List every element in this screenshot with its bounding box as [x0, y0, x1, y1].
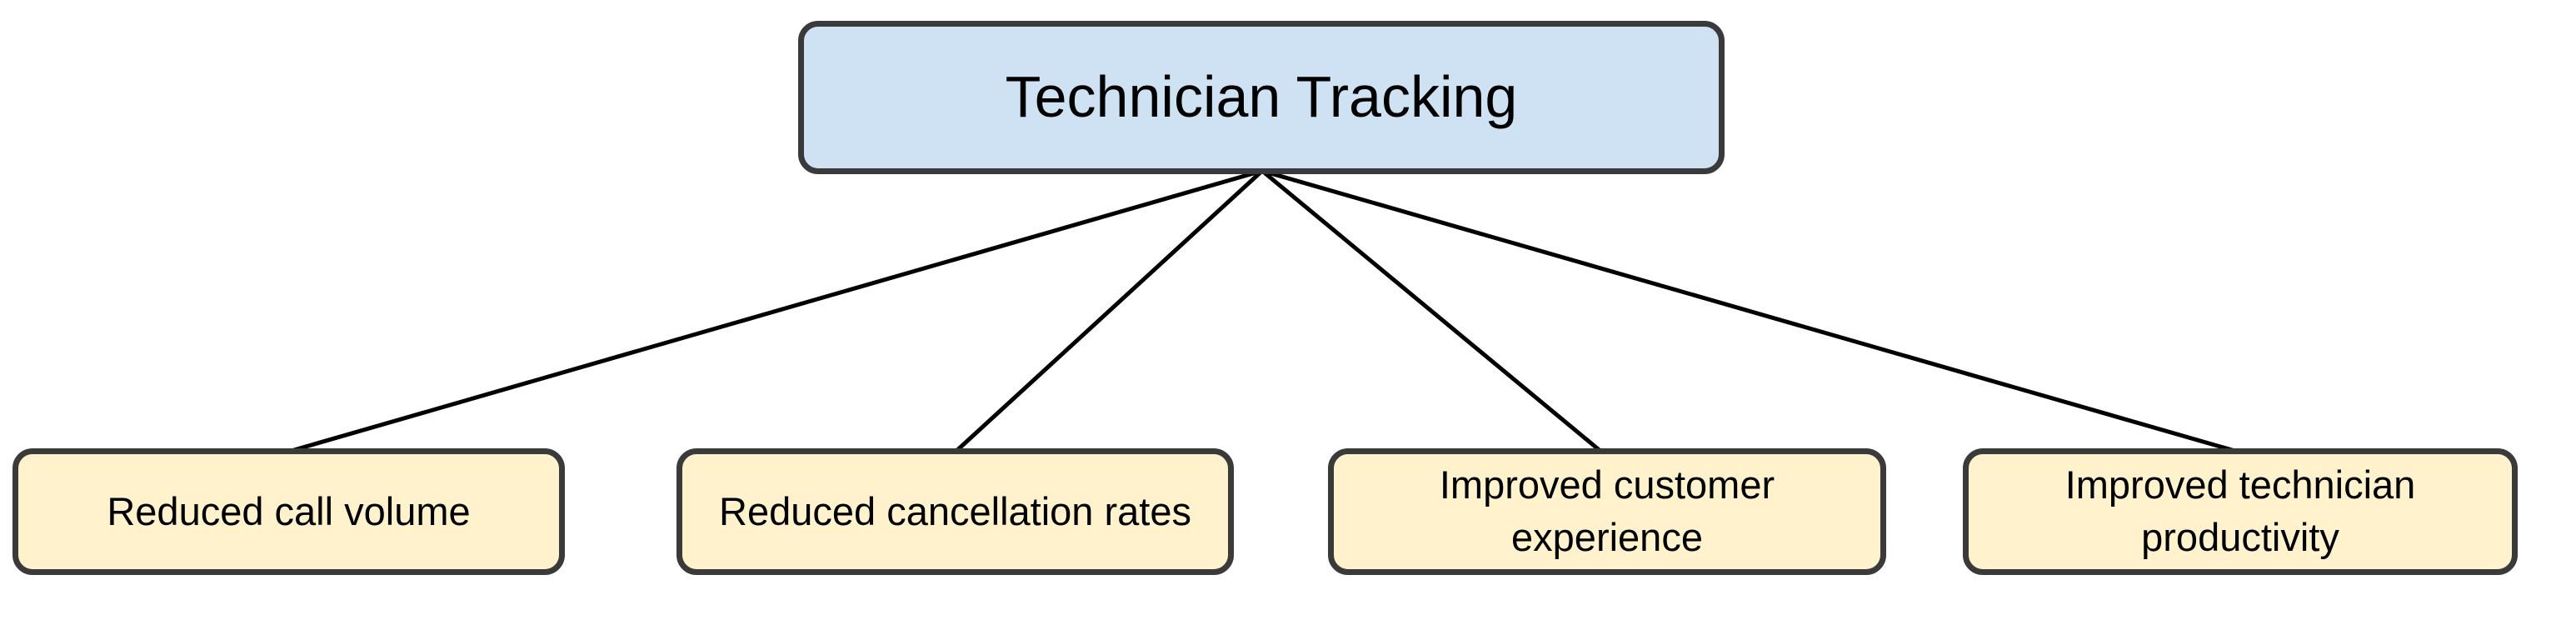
node-reduced-call-volume: Reduced call volume	[12, 448, 565, 575]
node-label: Improved customer experience	[1439, 462, 1775, 559]
connector-line-root-to-child-0	[287, 168, 1263, 454]
node-reduced-cancellation-rates: Reduced cancellation rates	[676, 448, 1234, 575]
node-improved-technician-productivity: Improved technician productivity	[1963, 448, 2518, 575]
connector-line-root-to-child-3	[1261, 168, 2239, 454]
node-label: Reduced call volume	[107, 488, 471, 533]
node-label: Reduced cancellation rates	[719, 488, 1191, 533]
node-label: Technician Tracking	[1005, 64, 1518, 130]
node-improved-customer-experience: Improved customer experience	[1328, 448, 1886, 575]
node-technician-tracking: Technician Tracking	[798, 21, 1725, 174]
connector-line-root-to-child-2	[1261, 169, 1603, 453]
node-label: Improved technician productivity	[2064, 462, 2416, 559]
connector-line-root-to-child-1	[954, 169, 1264, 453]
